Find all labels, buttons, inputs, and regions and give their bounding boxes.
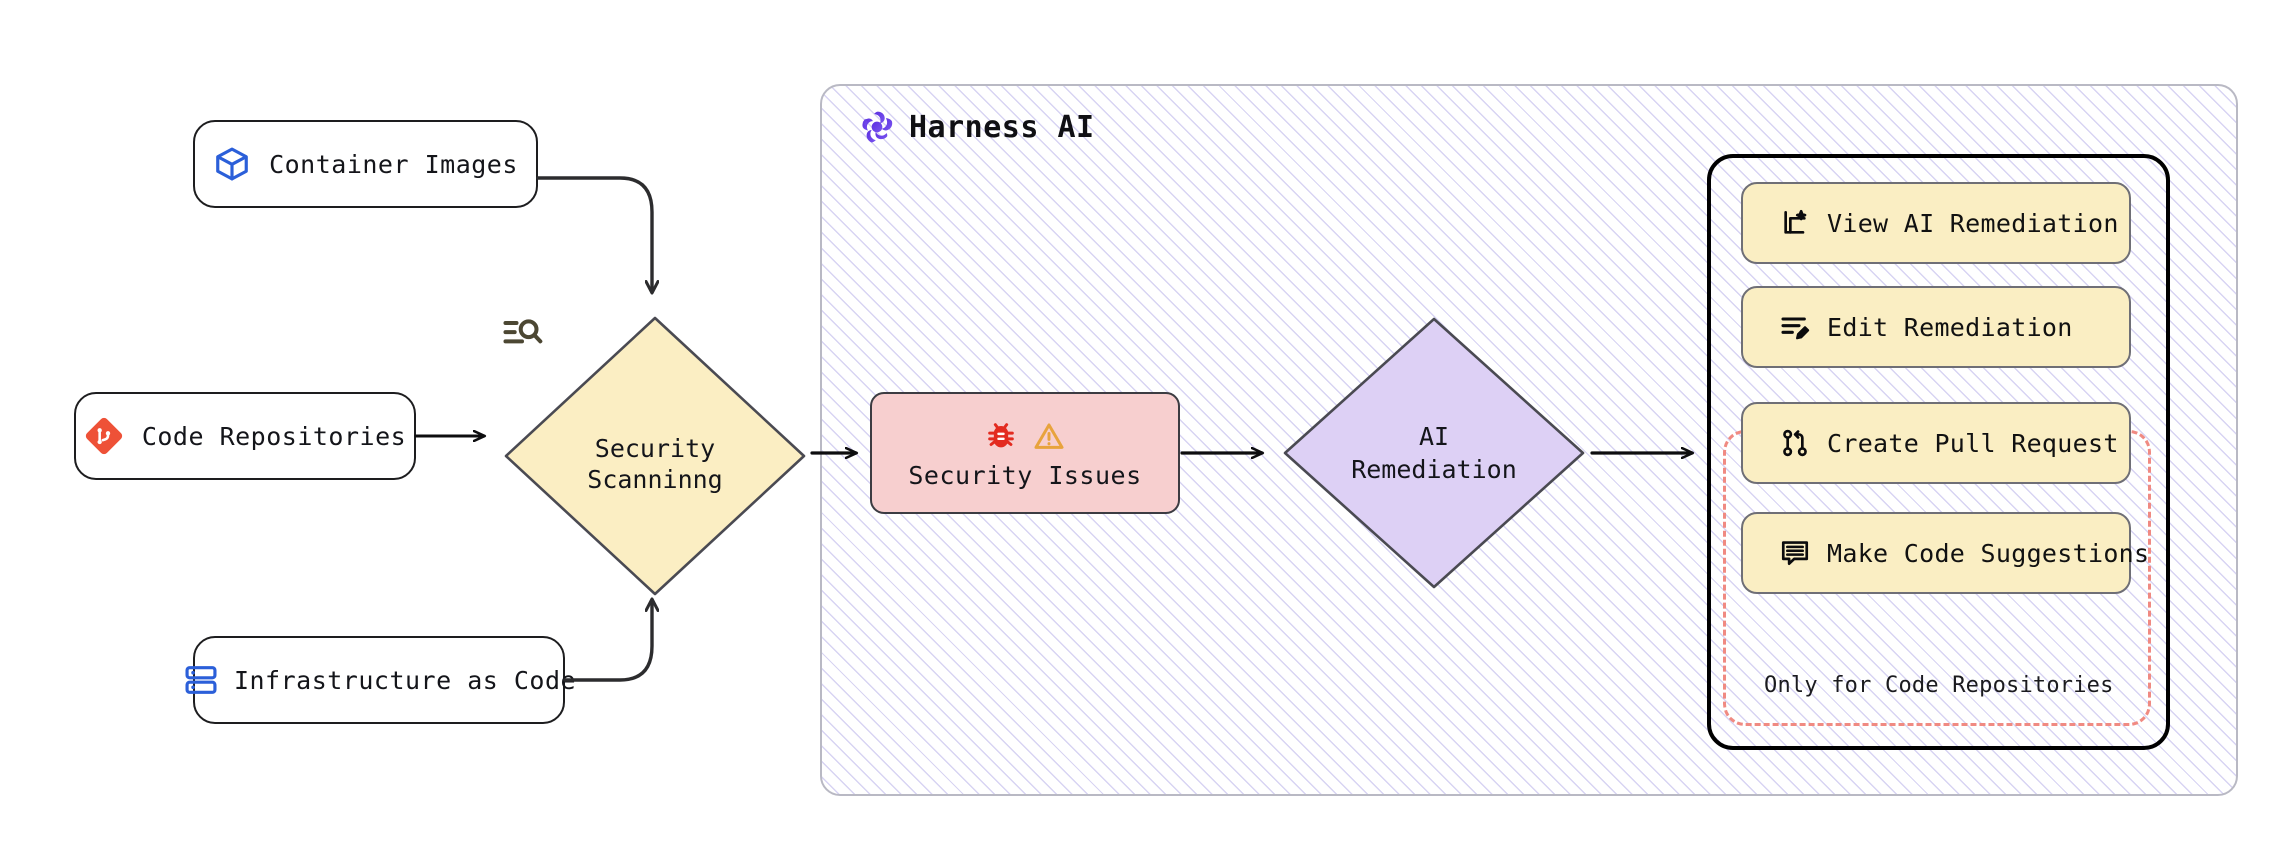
security-issues-icons	[984, 419, 1066, 453]
code-repo-only-note: Only for Code Repositories	[1764, 673, 2114, 698]
edit-lines-pencil-icon	[1779, 311, 1811, 343]
action-label: View AI Remediation	[1827, 208, 2119, 238]
node-infrastructure-as-code[interactable]: Infrastructure as Code	[185, 636, 576, 724]
action-create-pull-request[interactable]: Create Pull Request	[1741, 402, 2131, 484]
server-icon	[182, 661, 220, 699]
git-icon	[84, 416, 124, 456]
ai-actions-panel: Only for Code Repositories View AI Remed…	[1707, 154, 2170, 750]
node-security-scanning[interactable]: Security Scanninng	[500, 312, 810, 600]
code-repositories-label: Code Repositories	[141, 421, 407, 451]
pull-request-icon	[1779, 427, 1811, 459]
harness-logo-icon	[858, 108, 896, 146]
action-label: Edit Remediation	[1827, 312, 2073, 342]
action-label: Create Pull Request	[1827, 428, 2119, 458]
comment-lines-icon	[1779, 537, 1811, 569]
container-images-label: Container Images	[269, 149, 518, 179]
node-container-images[interactable]: Container Images	[193, 120, 538, 208]
harness-ai-group-title: Harness AI	[909, 109, 1095, 145]
security-issues-label: Security Issues	[908, 460, 1142, 490]
edge-infrastructure-to-scanning	[563, 600, 652, 682]
warning-triangle-icon	[1032, 419, 1066, 453]
cube-icon	[213, 145, 251, 183]
node-ai-remediation[interactable]: AI Remediation	[1279, 313, 1589, 593]
harness-ai-group-header: Harness AI	[858, 108, 1095, 146]
action-label: Make Code Suggestions	[1827, 538, 2150, 568]
edge-container-images-to-scanning	[536, 176, 652, 292]
action-make-code-suggestions[interactable]: Make Code Suggestions	[1741, 512, 2149, 594]
node-security-issues[interactable]: Security Issues	[870, 392, 1180, 514]
bug-icon	[984, 419, 1018, 453]
sparkle-view-icon	[1779, 207, 1811, 239]
node-code-repositories[interactable]: Code Repositories	[74, 392, 416, 480]
action-view-ai-remediation[interactable]: View AI Remediation	[1741, 182, 2131, 264]
infrastructure-as-code-label: Infrastructure as Code	[233, 665, 577, 695]
action-edit-remediation[interactable]: Edit Remediation	[1741, 286, 2131, 368]
